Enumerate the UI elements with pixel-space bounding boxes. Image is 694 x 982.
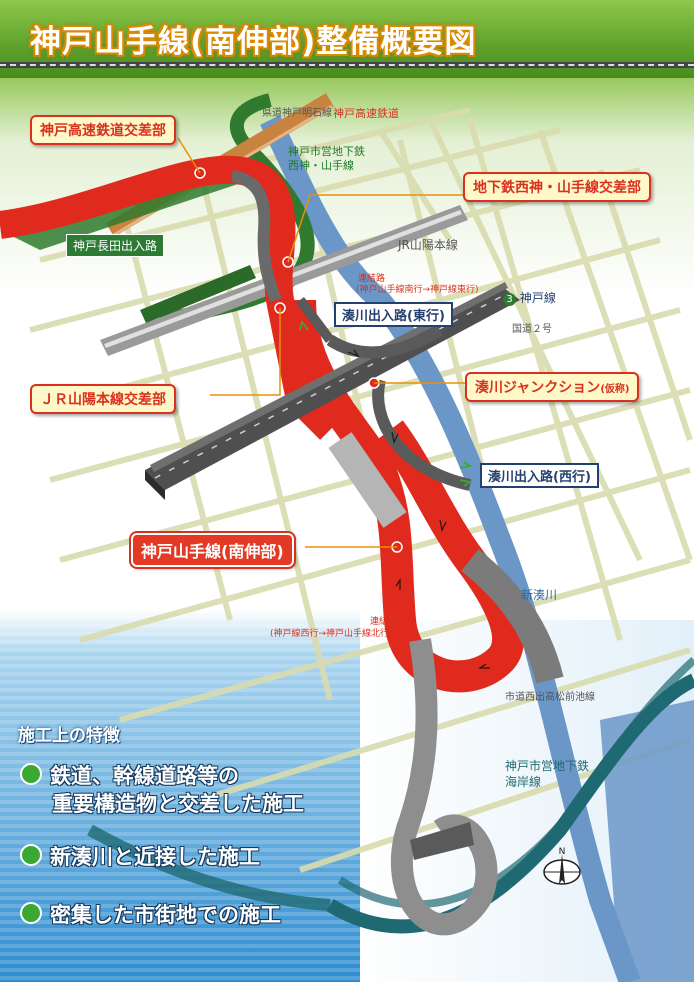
route3-name: 神戸線 — [519, 291, 556, 305]
south-ramp — [461, 549, 564, 684]
label-jr-sanyo: JR山陽本線 — [398, 238, 458, 252]
label-city-road: 市道西出高松前池線 — [505, 692, 595, 703]
label-subway-seishin-1: 神戸市営地下鉄 — [288, 145, 365, 158]
label-national-road-2: 国道２号 — [512, 324, 552, 335]
minatogawa-east-ramp — [326, 324, 444, 359]
label-kobe-rapid-railway: 神戸高速鉄道 — [333, 107, 399, 120]
label-connector-south-1: 連結路 — [370, 617, 398, 627]
callout-kobe-rapid-crossing: 神戸高速鉄道交差部 — [30, 115, 176, 145]
label-minatogawa-west-ramp: 湊川出入路(西行) — [480, 463, 599, 488]
label-subway-seishin-2: 西神・山手線 — [288, 159, 354, 172]
feature-2-line1: 新湊川と近接した施工 — [50, 845, 260, 869]
callout-yamate-south: 神戸山手線(南伸部) — [129, 531, 296, 569]
callout-minatogawa-junction-text: 湊川ジャンクション — [475, 380, 601, 396]
route3-marker: 3 神戸線 — [503, 289, 556, 306]
label-connector-north-2: (神戸山手線南行→神戸線東行) — [356, 285, 479, 295]
minatogawa-west-ramp — [372, 378, 472, 491]
feature-item-1: 鉄道、幹線道路等の — [20, 762, 239, 790]
north-arrow-icon: N — [540, 846, 584, 894]
callout-subway-crossing: 地下鉄西神・山手線交差部 — [463, 172, 651, 202]
label-nagata-ramp: 神戸長田出入路 — [66, 234, 165, 257]
features-heading: 施工上の特徴 — [18, 726, 120, 746]
label-subway-kaigan-2: 海岸線 — [505, 775, 542, 789]
callout-jr-crossing: ＪＲ山陽本線交差部 — [30, 384, 176, 414]
yamate-south-route-upper — [0, 155, 340, 440]
label-subway-kaigan-1: 神戸市営地下鉄 — [505, 759, 590, 773]
bullet-icon — [20, 763, 42, 785]
page-title: 神戸山手線(南伸部)整備概要図 — [30, 24, 477, 60]
label-prefectural-road: 県道神戸明石線 — [262, 108, 332, 119]
route3-number: 3 — [503, 293, 516, 306]
shin-minatogawa-river — [260, 115, 641, 982]
feature-3-line1: 密集した市街地での施工 — [50, 903, 281, 927]
callout-minatogawa-junction: 湊川ジャンクション(仮称) — [465, 372, 640, 402]
label-connector-north-1: 連結路 — [358, 274, 386, 284]
label-connector-south-2: (神戸線西行→神戸山手線北行) — [270, 629, 393, 639]
label-minatogawa-east-ramp: 湊川出入路(東行) — [334, 302, 453, 327]
compass-north-label: N — [559, 847, 566, 857]
feature-item-1-continued: 重要構造物と交差した施工 — [52, 792, 304, 816]
bullet-icon — [20, 844, 42, 866]
callout-tentative-note: (仮称) — [600, 384, 630, 395]
feature-item-3: 密集した市街地での施工 — [20, 901, 281, 929]
bullet-icon — [20, 902, 42, 924]
feature-item-2: 新湊川と近接した施工 — [20, 843, 260, 871]
label-shin-minatogawa: 新湊川 — [521, 588, 558, 602]
feature-1-line1: 鉄道、幹線道路等の — [50, 764, 239, 788]
